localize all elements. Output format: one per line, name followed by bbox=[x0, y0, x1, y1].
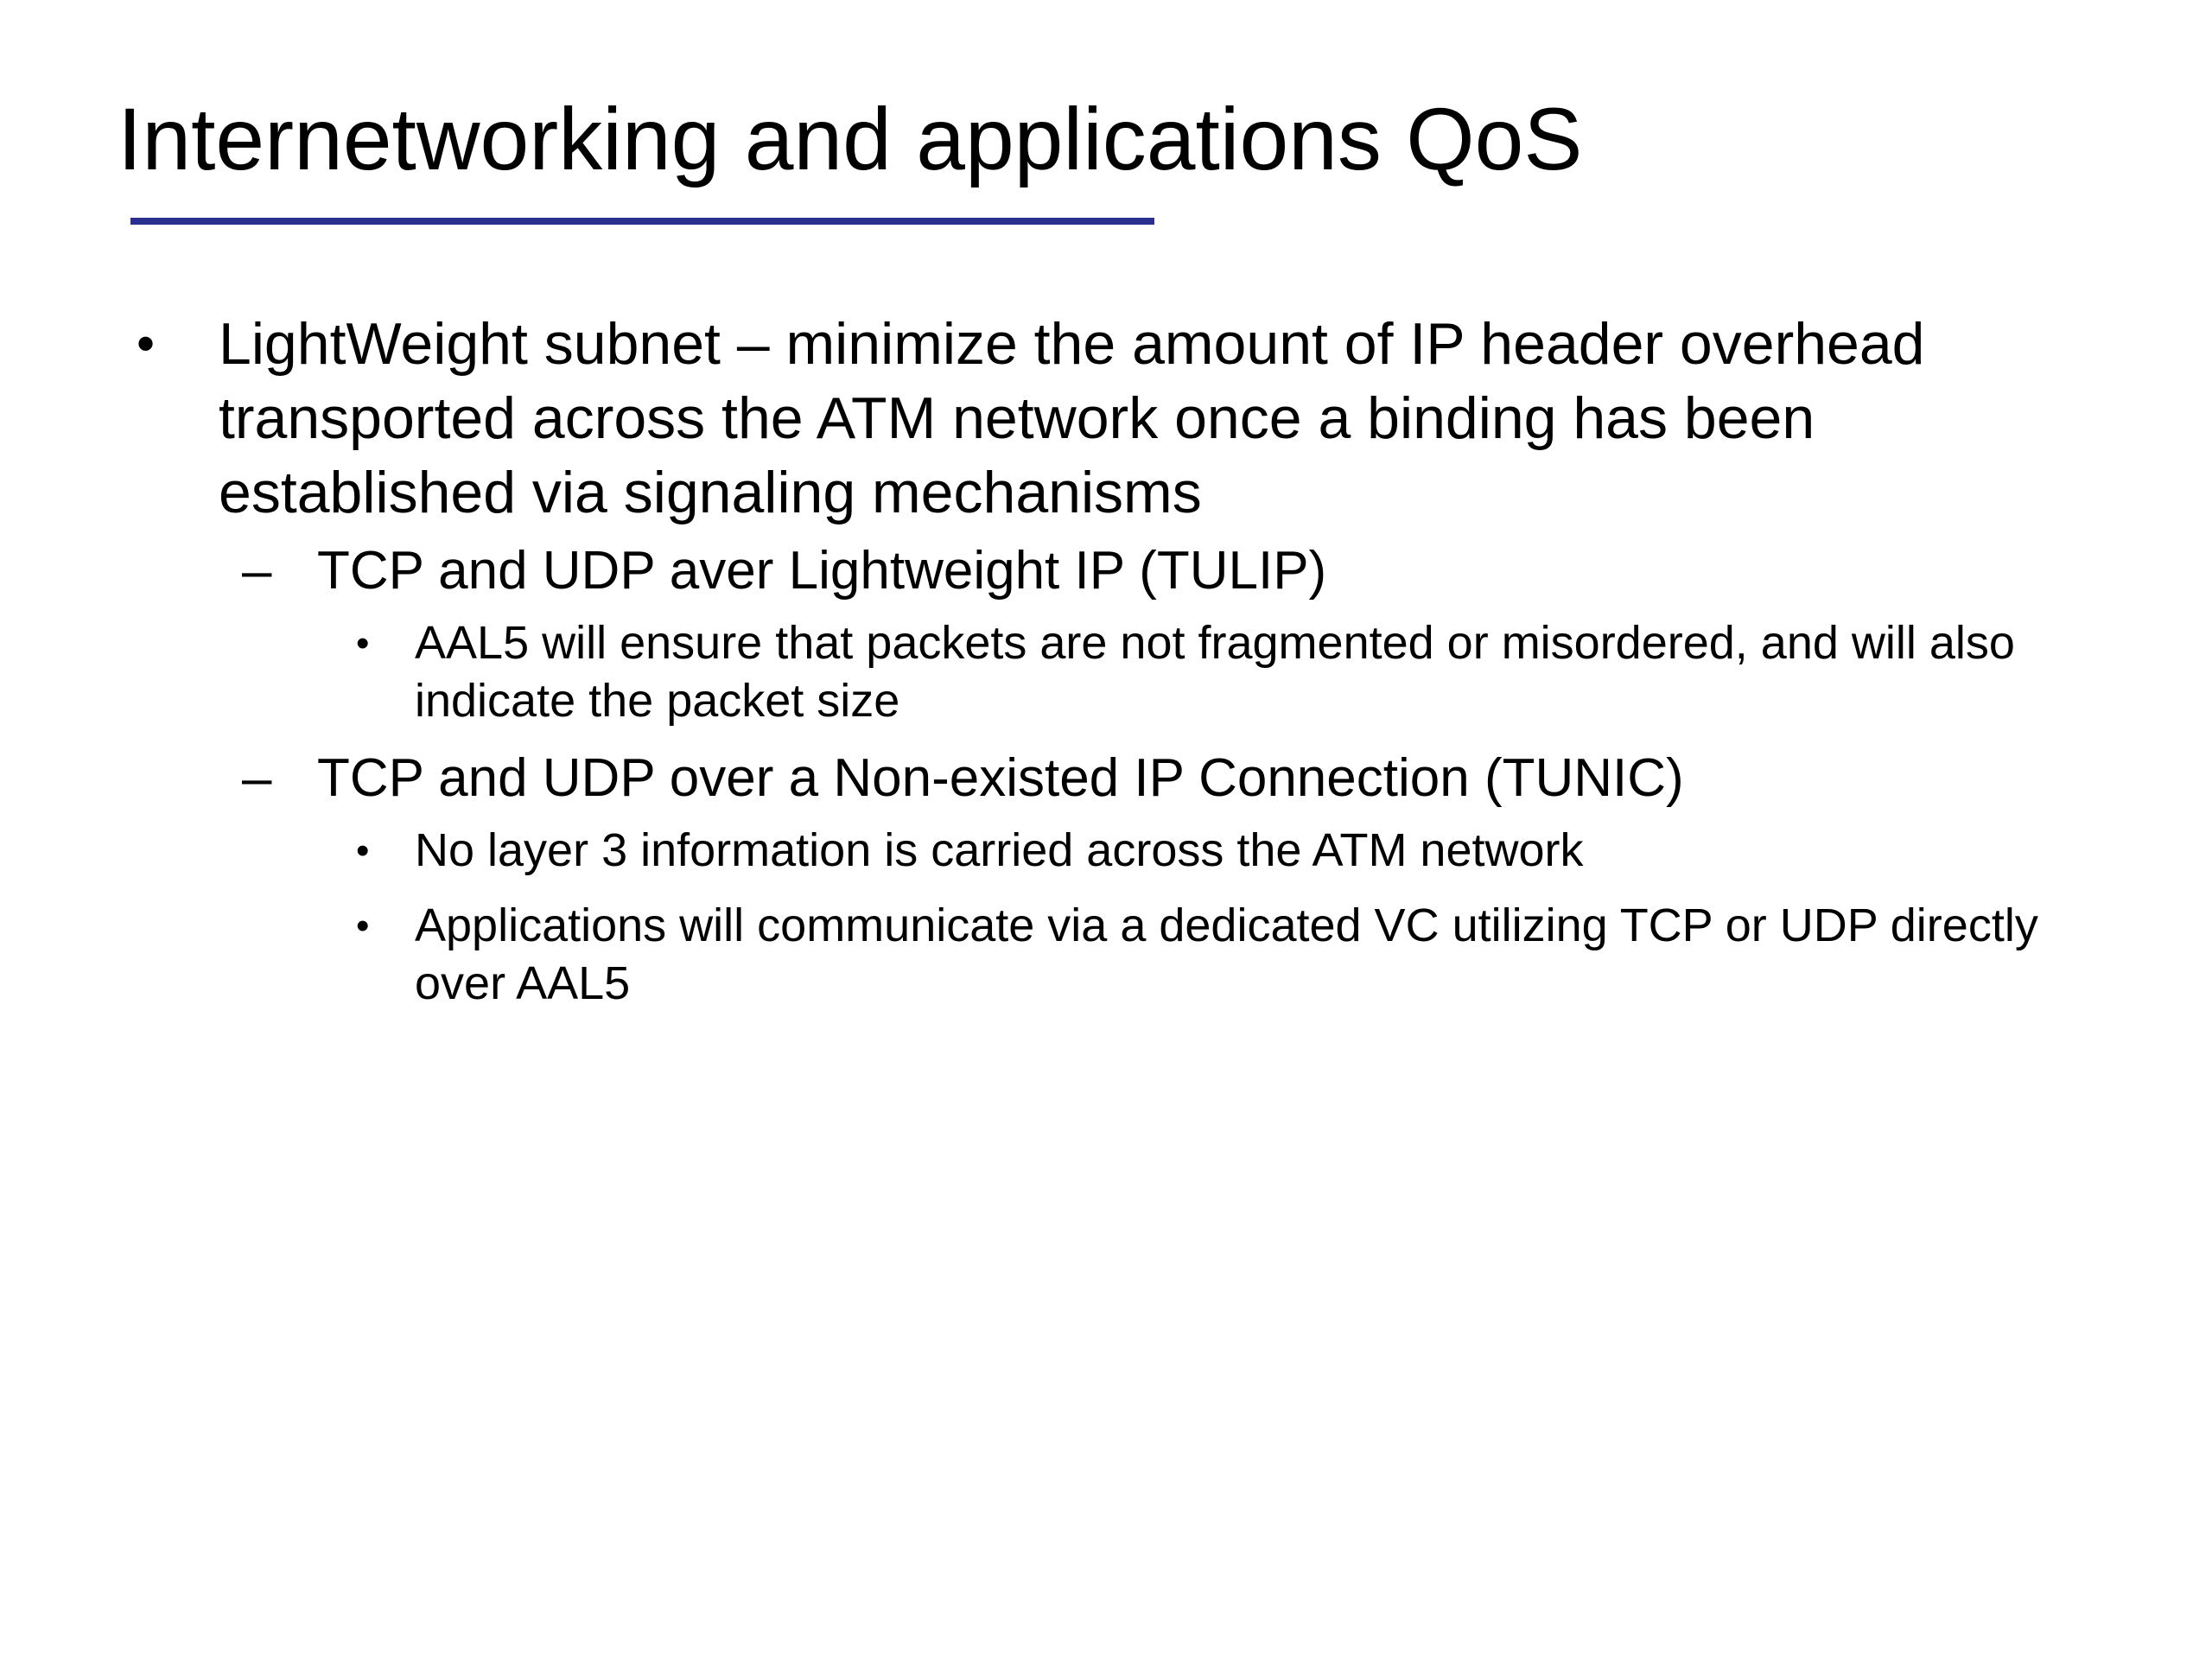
dash-marker: – bbox=[242, 748, 272, 808]
sub-bullet-text: TCP and UDP aver Lightweight IP (TULIP) bbox=[317, 541, 1327, 601]
title-underline bbox=[130, 218, 1154, 225]
sub-bullet-tunic: – TCP and UDP over a Non-existed IP Conn… bbox=[130, 746, 2082, 811]
slide-title: Internetworking and applications QoS bbox=[118, 90, 1583, 188]
bullet-marker: • bbox=[137, 315, 156, 372]
dash-marker: – bbox=[242, 541, 272, 601]
sub-sub-bullet-text: No layer 3 information is carried across… bbox=[415, 824, 1584, 876]
sub-sub-bullet-text: AAL5 will ensure that packets are not fr… bbox=[415, 617, 2015, 727]
sub-sub-bullet-no-layer3: • No layer 3 information is carried acro… bbox=[130, 822, 2082, 880]
slide-content: • LightWeight subnet – minimize the amou… bbox=[130, 307, 2082, 1013]
sub-sub-bullet-dedicated-vc: • Applications will communicate via a de… bbox=[130, 897, 2082, 1013]
bullet-marker: • bbox=[356, 905, 370, 947]
sub-sub-bullet-text: Applications will communicate via a dedi… bbox=[415, 899, 2038, 1009]
sub-bullet-tulip: – TCP and UDP aver Lightweight IP (TULIP… bbox=[130, 538, 2082, 604]
sub-sub-bullet-aal5-ensure: • AAL5 will ensure that packets are not … bbox=[130, 614, 2082, 730]
sub-bullet-text: TCP and UDP over a Non-existed IP Connec… bbox=[317, 748, 1684, 808]
bullet-marker: • bbox=[356, 622, 370, 664]
bullet-text: LightWeight subnet – minimize the amount… bbox=[219, 311, 1925, 525]
bullet-marker: • bbox=[356, 830, 370, 872]
bullet-lightweight-subnet: • LightWeight subnet – minimize the amou… bbox=[130, 307, 2082, 530]
